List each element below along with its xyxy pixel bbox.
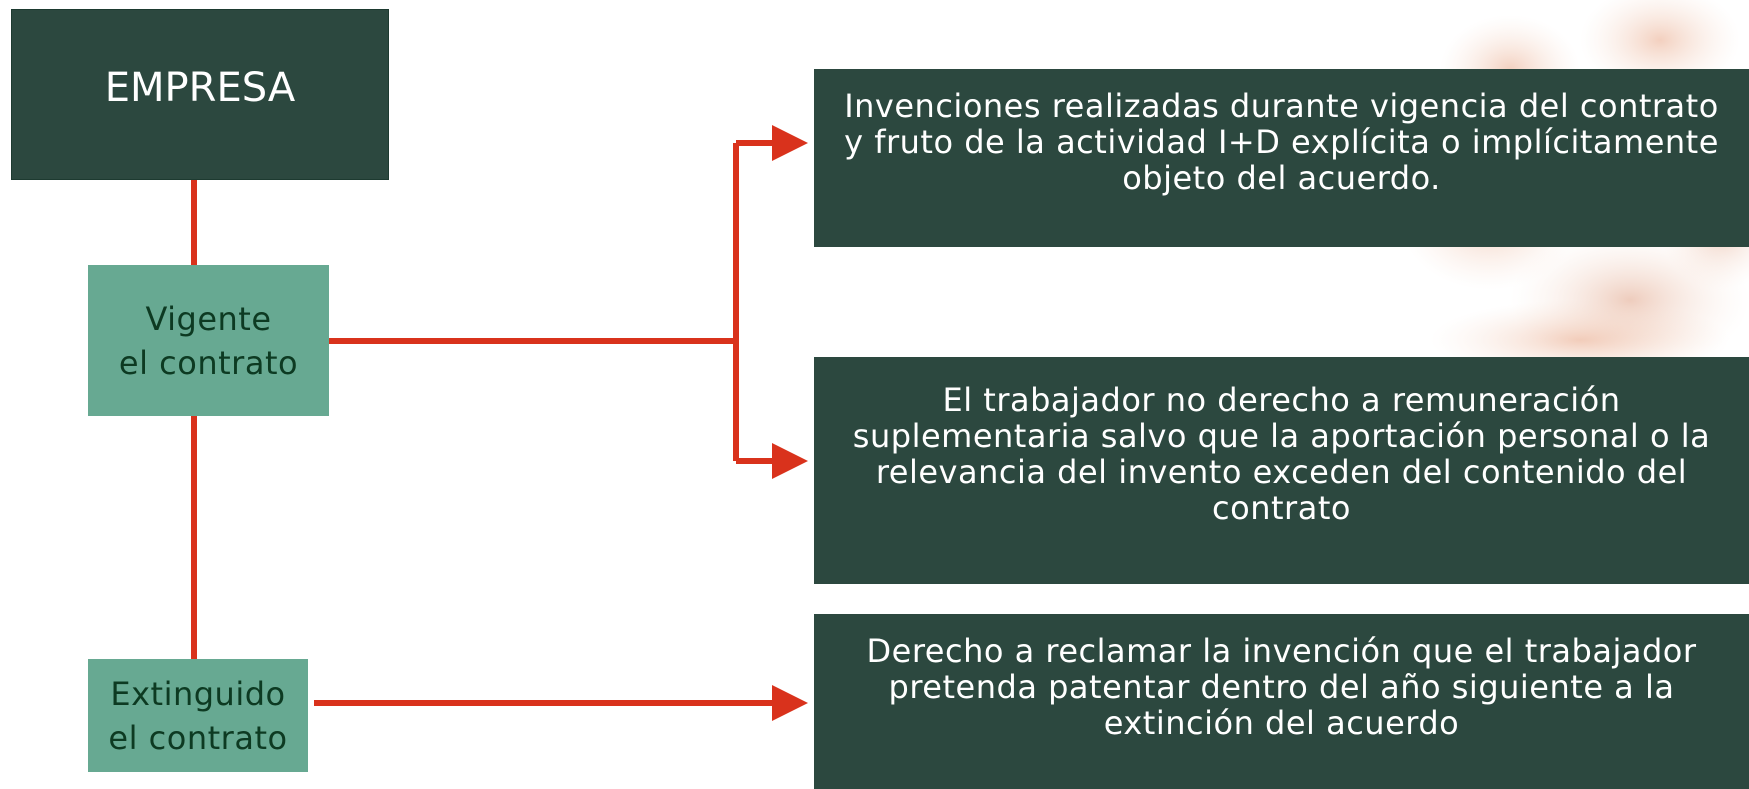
outcome-box-reclamar: Derecho a reclamar la invención que el t… xyxy=(814,614,1749,789)
outcome-3-text: Derecho a reclamar la invención que el t… xyxy=(866,631,1697,742)
outcome-1-text: Invenciones realizadas durante vigencia … xyxy=(844,87,1719,197)
node-vigente-label: Vigente el contrato xyxy=(118,299,299,382)
outcome-box-remuneracion: El trabajador no derecho a remuneración … xyxy=(814,357,1749,584)
node-empresa: EMPRESA xyxy=(11,9,389,180)
node-empresa-label: EMPRESA xyxy=(104,64,296,111)
outcome-box-invenciones: Invenciones realizadas durante vigencia … xyxy=(814,69,1749,247)
node-vigente-contrato: Vigente el contrato xyxy=(88,265,329,416)
outcome-2-text: El trabajador no derecho a remuneración … xyxy=(852,380,1711,527)
node-extinguido-contrato: Extinguido el contrato xyxy=(88,659,308,772)
node-extinguido-label: Extinguido el contrato xyxy=(108,674,288,757)
